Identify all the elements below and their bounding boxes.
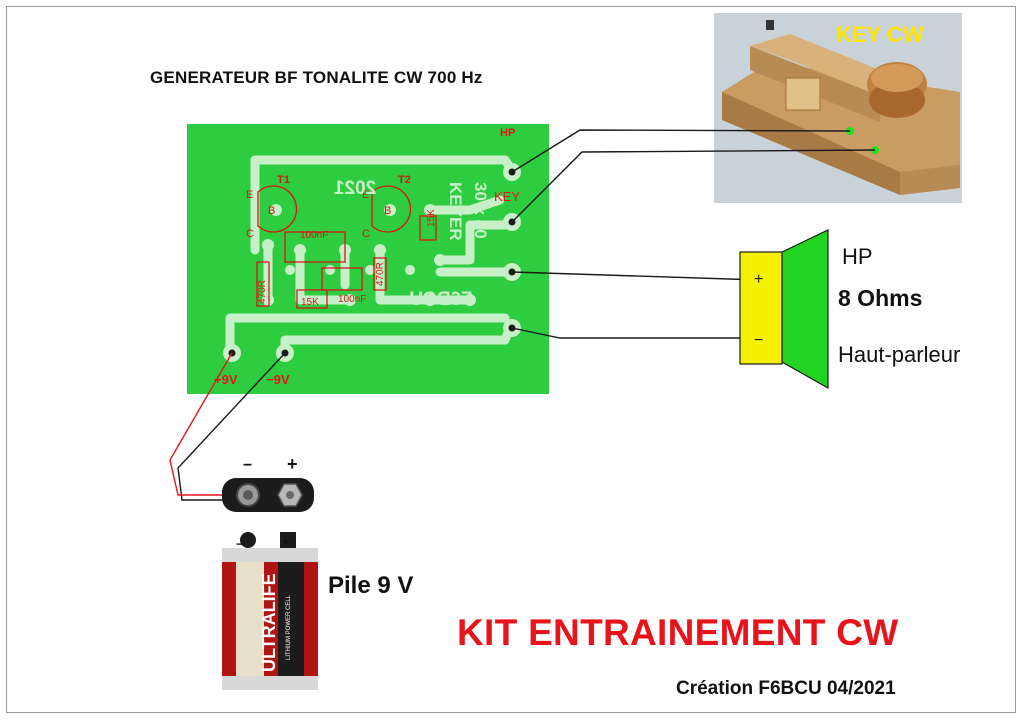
- res4-label: 470R: [375, 262, 386, 286]
- clip-plus: +: [287, 454, 298, 474]
- hp-pad-label: HP: [500, 127, 515, 139]
- speaker-plus: +: [754, 271, 763, 288]
- battery-minus: −: [236, 537, 243, 551]
- t1-label: T1: [277, 174, 290, 186]
- key-cw-label: KEY CW: [836, 22, 924, 47]
- t2-pin-e: E: [362, 189, 369, 201]
- battery-9v-icon: − + ULTRALIFE LITHIUM POWER CELL: [222, 532, 318, 690]
- battery-clip-icon: − +: [222, 454, 314, 512]
- minus9v-label: −9V: [266, 372, 290, 387]
- battery-subtext: LITHIUM POWER CELL: [286, 594, 292, 660]
- cap2-label: 100nF: [338, 294, 366, 305]
- battery-label: Pile 9 V: [328, 572, 414, 599]
- res1-label: 15K: [301, 297, 319, 308]
- pcb-size-text: 30 x 40: [471, 182, 490, 239]
- key-pad-label: KEY: [494, 189, 520, 204]
- hp-label: HP: [842, 244, 873, 269]
- speaker-minus: −: [754, 332, 763, 349]
- kit-title: KIT ENTRAINEMENT CW: [457, 612, 899, 653]
- pcb-year: 2021: [333, 178, 376, 199]
- t1-pin-e: E: [246, 189, 253, 201]
- diagram-frame: [6, 6, 1016, 713]
- wires: [177, 129, 876, 501]
- pcb-callsign: F6BCU: [409, 289, 472, 310]
- res2-label: 15K: [426, 209, 437, 227]
- speaker-name-label: Haut-parleur: [838, 342, 961, 367]
- battery-plus: +: [282, 534, 290, 549]
- res3-label: 470R: [257, 280, 268, 304]
- cap1-label: 100nF: [300, 230, 328, 241]
- plus9v-label: +9V: [214, 372, 238, 387]
- t2-pin-b: B: [384, 205, 391, 217]
- creation-credit: Création F6BCU 04/2021: [676, 678, 896, 699]
- t1-pin-c: C: [246, 228, 254, 240]
- t2-label: T2: [398, 174, 411, 186]
- pcb-board: T1 T2 E B C E B C 100nF 100nF 15K HP +9V…: [187, 124, 549, 394]
- page-title: GENERATEUR BF TONALITE CW 700 Hz: [150, 68, 483, 87]
- t1-pin-b: B: [268, 205, 275, 217]
- speaker-icon: + −: [739, 229, 829, 390]
- clip-minus: −: [243, 457, 252, 474]
- impedance-label: 8 Ohms: [838, 285, 923, 311]
- battery-brand: ULTRALIFE: [259, 573, 279, 672]
- t2-pin-c: C: [362, 228, 370, 240]
- red-wire: [169, 352, 233, 496]
- morse-key-photo: [714, 13, 962, 203]
- pcb-keyer-text: KEYER: [446, 182, 465, 241]
